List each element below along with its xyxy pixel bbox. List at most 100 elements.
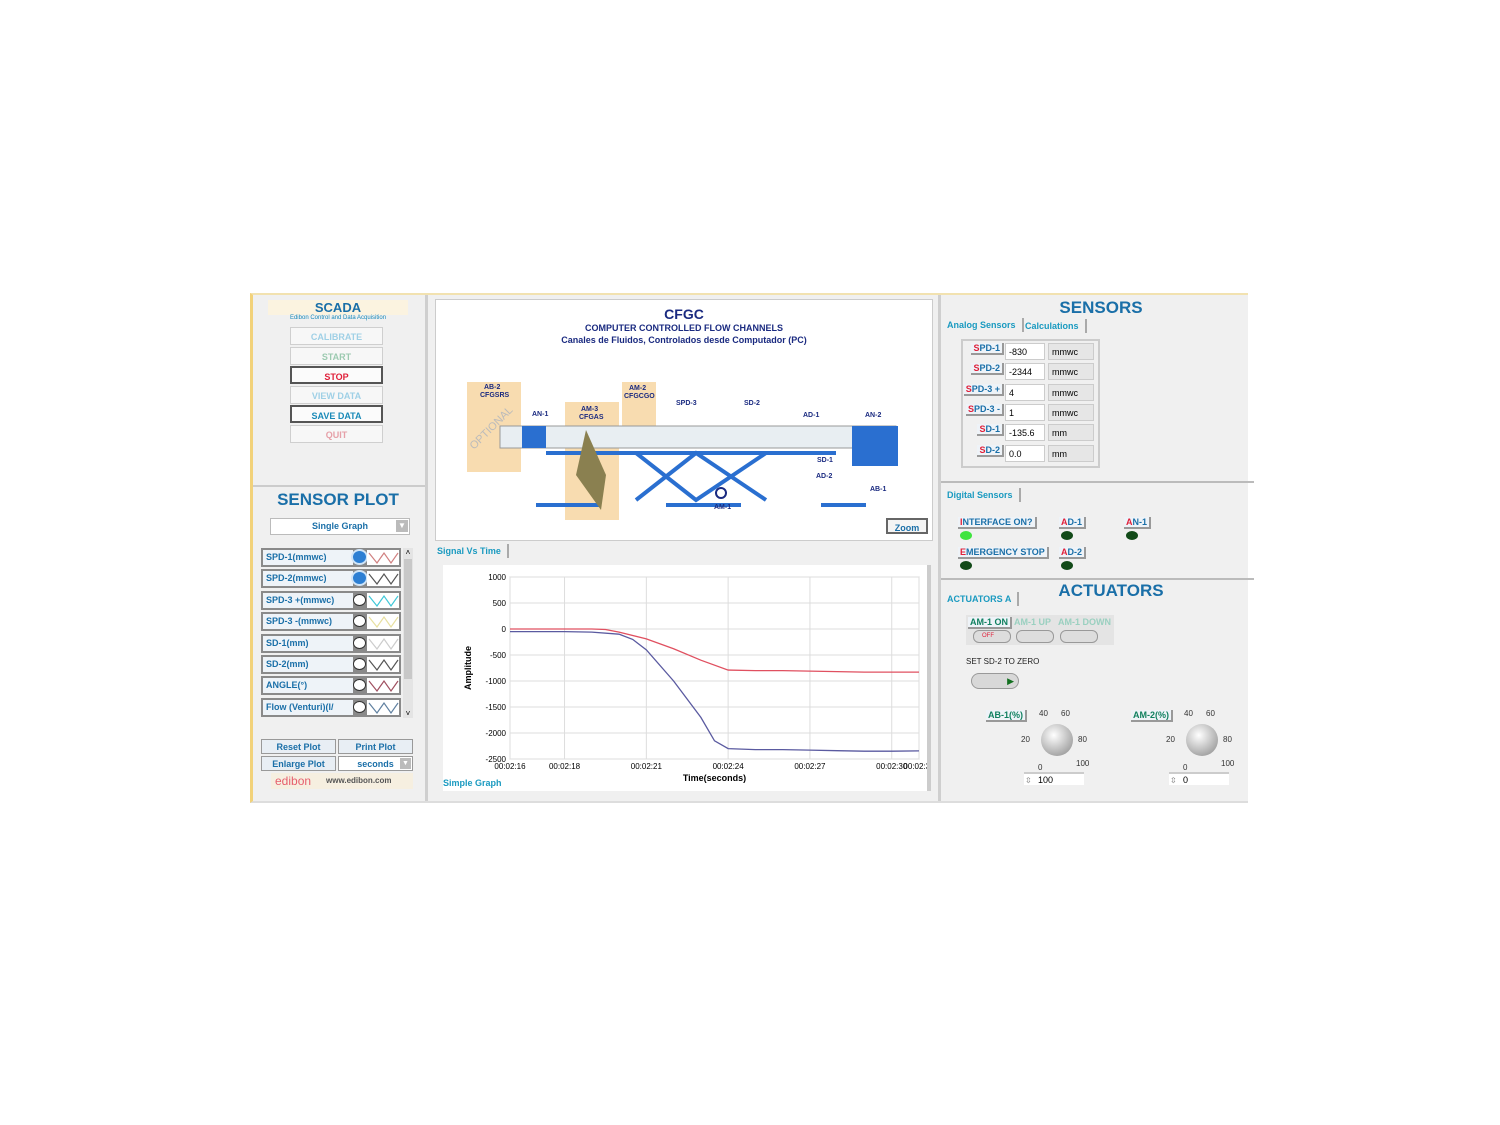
scada-subtitle: Edibon Control and Data Acquisition [289, 315, 387, 321]
knob-tick-label: 0 [1038, 763, 1043, 772]
series-visibility-radio[interactable] [353, 551, 366, 563]
series-visibility-radio[interactable] [353, 615, 366, 628]
analog-sensor-label: SPD-2 [971, 363, 1004, 376]
series-line-swatch[interactable] [367, 678, 399, 694]
label-prefix: S [979, 444, 986, 455]
stop-button[interactable]: STOP [290, 366, 383, 384]
ab1-numeric-input[interactable]: 100⇳ [1024, 772, 1084, 785]
start-button[interactable]: START [290, 347, 383, 365]
am2-numeric-input[interactable]: 0⇳ [1169, 772, 1229, 785]
graph-mode-select[interactable]: Single Graph▼ [270, 518, 410, 535]
enlarge-plot-button[interactable]: Enlarge Plot [261, 756, 336, 771]
view-data-button[interactable]: VIEW DATA [290, 386, 383, 404]
quit-button[interactable]: QUIT [290, 425, 383, 443]
series-visibility-radio[interactable] [353, 593, 366, 606]
am1-on-toggle[interactable]: OFF [973, 630, 1011, 643]
plot-series-row: Flow (Venturi)(l/ [261, 697, 401, 717]
website: www.edibon.com [326, 776, 392, 785]
series-label: SPD-1(mmwc) [263, 550, 353, 565]
label-an2: AN-2 [865, 412, 881, 419]
tab-calculations[interactable]: Calculations [1019, 319, 1087, 333]
tab-actuators-a[interactable]: ACTUATORS A [941, 592, 1020, 606]
knob-tick-label: 20 [1021, 735, 1030, 744]
plot-area [509, 576, 920, 760]
chevron-down-icon[interactable]: ▼ [396, 520, 408, 532]
series-line-swatch[interactable] [367, 614, 399, 630]
y-tick-label: -500 [490, 651, 507, 660]
reset-plot-button[interactable]: Reset Plot [261, 739, 336, 754]
chevron-down-icon[interactable]: ▼ [400, 758, 411, 769]
label-ad1: AD-1 [803, 412, 819, 419]
stepper-icon[interactable]: ⇳ [1170, 776, 1177, 785]
scroll-down-icon[interactable]: ˅ [405, 709, 411, 718]
knob-tick-label: 80 [1223, 735, 1232, 744]
series-line-swatch[interactable] [367, 571, 399, 587]
label-spd3: SPD-3 [676, 400, 697, 407]
x-tick-label: 00:02:21 [631, 762, 663, 771]
time-units-select[interactable]: seconds▼ [338, 756, 413, 771]
print-plot-button[interactable]: Print Plot [338, 739, 413, 754]
label-ad2: AD-2 [816, 473, 832, 480]
analog-sensor-value: -2344 [1005, 363, 1045, 381]
calibrate-button[interactable]: CALIBRATE [290, 327, 383, 345]
y-tick-label: -1000 [486, 677, 507, 686]
divider [941, 481, 1254, 483]
am2-knob[interactable] [1186, 724, 1218, 756]
x-axis-label: Time(seconds) [683, 773, 746, 783]
label-prefix: A [1061, 547, 1068, 557]
status-led [960, 531, 972, 540]
label-rest: PD-1 [979, 343, 1000, 353]
analog-sensor-unit: mmwc [1048, 363, 1094, 381]
analog-sensor-label: SD-2 [977, 444, 1004, 457]
tab-analog-sensors[interactable]: Analog Sensors [941, 318, 1024, 332]
series-line-swatch[interactable] [367, 592, 399, 608]
label-prefix: A [1126, 517, 1133, 527]
analog-sensor-label: SPD-3 - [965, 403, 1004, 416]
knob-tick-label: 60 [1061, 709, 1070, 718]
status-led [960, 561, 972, 570]
series-line-swatch[interactable] [367, 550, 399, 565]
series-visibility-radio[interactable] [353, 658, 366, 670]
plot-list-scrollbar[interactable]: ˄ ˅ [403, 548, 413, 718]
series-line-swatch[interactable] [367, 657, 399, 672]
plot-series-row: SD-2(mm) [261, 655, 401, 674]
label-rest: NTERFACE ON? [962, 517, 1033, 527]
series-visibility-radio[interactable] [353, 700, 366, 713]
series-line-swatch[interactable] [367, 635, 399, 651]
x-tick-label: 00:02:24 [713, 762, 745, 771]
label-prefix: S [965, 383, 972, 394]
actuators-title: ACTUATORS [1058, 581, 1164, 600]
series-visibility-radio[interactable] [353, 679, 366, 692]
save-data-button[interactable]: SAVE DATA [290, 405, 383, 423]
tab-digital-sensors[interactable]: Digital Sensors [941, 488, 1021, 502]
series-visibility-radio[interactable] [353, 636, 366, 649]
am2-label: AM-2(%) [1131, 710, 1173, 722]
analog-sensor-value: 1 [1005, 403, 1045, 421]
set-sd2-zero-button[interactable]: ▶ [971, 673, 1019, 689]
am1-down-toggle[interactable] [1060, 630, 1098, 643]
label-prefix: S [967, 403, 974, 414]
am2-value: 0 [1183, 775, 1189, 785]
plot-series-row: SPD-1(mmwc) [261, 548, 401, 567]
divider [941, 578, 1254, 580]
series-line-swatch[interactable] [367, 699, 399, 715]
scroll-thumb[interactable] [404, 559, 412, 679]
diagram-title: CFGC [664, 306, 704, 322]
play-icon: ▶ [1007, 676, 1014, 686]
x-tick-label: 00:02:16 [494, 762, 526, 771]
stepper-icon[interactable]: ⇳ [1025, 776, 1032, 785]
am1-on-label: AM-1 ON [968, 617, 1012, 629]
label-am1: AM-1 [714, 504, 731, 511]
tab-signal-vs-time[interactable]: Signal Vs Time [431, 544, 509, 558]
label-cfgas: CFGAS [579, 414, 604, 421]
off-state: OFF [982, 633, 994, 639]
label-an1: AN-1 [532, 411, 548, 418]
scroll-up-icon[interactable]: ˄ [405, 548, 411, 557]
series-visibility-radio[interactable] [353, 572, 366, 585]
zoom-button[interactable]: Zoom [886, 518, 928, 534]
series-label: SPD-2(mmwc) [263, 571, 353, 587]
am1-up-toggle[interactable] [1016, 630, 1054, 643]
ab1-knob[interactable] [1041, 724, 1073, 756]
digital-sensor-label: INTERFACE ON? [958, 517, 1037, 529]
